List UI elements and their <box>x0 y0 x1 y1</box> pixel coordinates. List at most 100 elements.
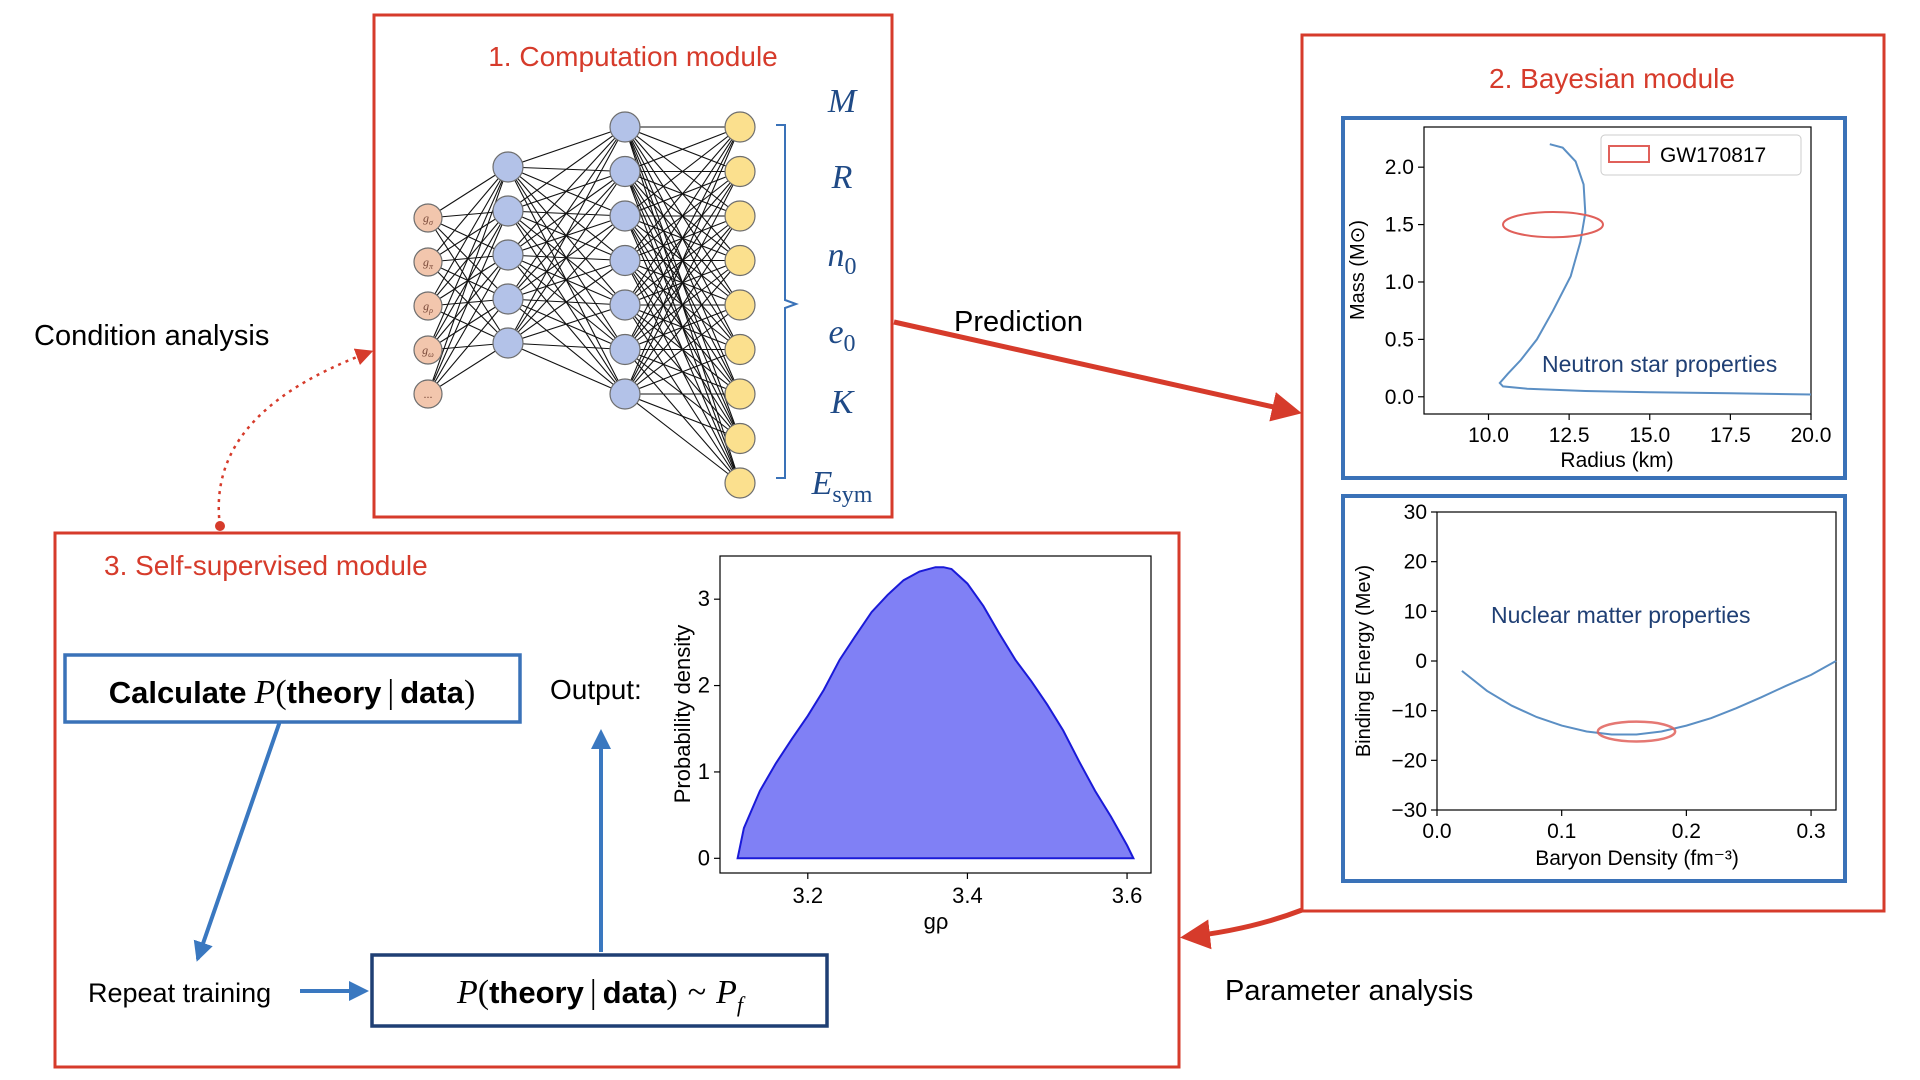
be-y-axis-label: Binding Energy (Mev) <box>1353 565 1375 757</box>
y-tick-label: 3 <box>698 586 710 611</box>
network-edge <box>427 166 509 263</box>
output-node <box>724 378 756 410</box>
be-annotation: Nuclear matter properties <box>1491 602 1751 628</box>
network-edge <box>624 171 741 395</box>
y-tick-label: 10 <box>1404 600 1427 623</box>
be-curve <box>1461 660 1837 736</box>
network-edge <box>427 342 509 395</box>
network-edge <box>624 126 741 350</box>
network-edge <box>507 126 626 212</box>
output-node <box>724 289 756 321</box>
x-tick-label: 3.6 <box>1112 883 1143 908</box>
output-node <box>724 422 756 455</box>
output-node <box>724 467 756 499</box>
self-supervised-module-title: 3. Self-supervised module <box>104 550 428 581</box>
input-node-label: gσ <box>423 211 434 227</box>
network-edge <box>624 126 741 395</box>
x-tick-label: 0.0 <box>1422 820 1451 843</box>
neutron-star-panel <box>1341 116 1847 480</box>
network-edge <box>624 126 741 217</box>
post-y-axis-label: Probability density <box>670 625 695 804</box>
network-edge <box>507 126 626 256</box>
x-tick-label: 0.3 <box>1796 820 1825 843</box>
network-edge <box>507 171 626 344</box>
network-edge <box>624 260 741 395</box>
input-node-label: gω <box>422 343 434 359</box>
y-tick-label: 0.5 <box>1385 328 1414 351</box>
output-label: Output: <box>550 674 642 705</box>
y-tick-label: 0.0 <box>1385 386 1414 409</box>
hidden-node <box>609 200 641 232</box>
input-node <box>413 379 443 409</box>
input-node <box>413 291 443 321</box>
post-x-axis-label: gρ <box>924 909 949 934</box>
condition-arrow <box>217 348 374 527</box>
mr-plot-area <box>1423 126 1812 415</box>
y-tick-label: 20 <box>1404 551 1427 574</box>
mr-legend-box <box>1600 134 1802 176</box>
y-tick-label: 2.0 <box>1385 156 1414 179</box>
network-edge <box>507 126 626 168</box>
output-node <box>724 111 756 143</box>
repeat-training-label: Repeat training <box>88 978 271 1008</box>
calc-to-repeat-arrow <box>193 722 281 962</box>
x-tick-label: 3.2 <box>792 883 823 908</box>
output-node <box>724 200 756 232</box>
y-tick-label: −20 <box>1391 749 1427 772</box>
mr-y-axis-label: Mass (M⊙) <box>1347 220 1369 320</box>
computation-module-title: 1. Computation module <box>488 41 778 72</box>
mr-curve <box>1498 143 1812 396</box>
network-edge <box>624 393 741 440</box>
network-connections <box>427 126 741 484</box>
y-tick-label: 30 <box>1404 501 1427 524</box>
x-tick-label: 0.1 <box>1547 820 1576 843</box>
network-edge <box>507 260 626 344</box>
output-node <box>724 333 756 366</box>
network-edge <box>624 126 741 261</box>
be-x-axis-label: Baryon Density (fm⁻³) <box>1535 847 1739 870</box>
posterior-area <box>736 566 1136 860</box>
network-edge <box>624 304 741 395</box>
output-label-0: M <box>827 83 858 120</box>
hidden-node <box>609 244 641 277</box>
hidden-node <box>492 239 524 271</box>
x-tick-label: 15.0 <box>1629 424 1670 447</box>
output-node <box>724 155 756 188</box>
hidden-node <box>609 111 641 143</box>
network-edge <box>507 304 626 344</box>
y-tick-label: 0 <box>698 845 710 870</box>
y-tick-label: 1.0 <box>1385 271 1414 294</box>
hidden-node <box>609 155 641 188</box>
mr-legend-label: GW170817 <box>1660 144 1766 167</box>
y-tick-label: 2 <box>698 673 710 698</box>
mr-x-axis-label: Radius (km) <box>1560 449 1673 472</box>
network-edge <box>427 210 509 395</box>
mr-legend-swatch <box>1608 145 1650 163</box>
hidden-node <box>492 283 524 315</box>
neural-network: gσgπgρgω... <box>413 111 756 499</box>
network-edge <box>624 215 741 395</box>
computation-module-frame <box>372 13 894 519</box>
self-supervised-module-frame <box>53 531 1181 1069</box>
bayesian-module-frame <box>1300 33 1886 913</box>
network-edge <box>624 393 741 484</box>
input-node-label: ... <box>424 387 433 401</box>
post-plot-area <box>719 555 1152 874</box>
network-edge <box>427 254 509 395</box>
output-label-3: e0 <box>828 314 855 357</box>
network-edge <box>427 166 509 219</box>
output-brace <box>776 124 799 479</box>
y-tick-label: −10 <box>1391 700 1427 723</box>
calculate-box <box>63 653 522 724</box>
network-edge <box>427 298 509 395</box>
condition-arrow-origin <box>215 521 225 531</box>
output-label-2: n0 <box>828 237 857 280</box>
output-label-5: Esym <box>811 465 873 508</box>
parameter-analysis-label: Parameter analysis <box>1225 975 1473 1007</box>
x-tick-label: 12.5 <box>1549 424 1590 447</box>
